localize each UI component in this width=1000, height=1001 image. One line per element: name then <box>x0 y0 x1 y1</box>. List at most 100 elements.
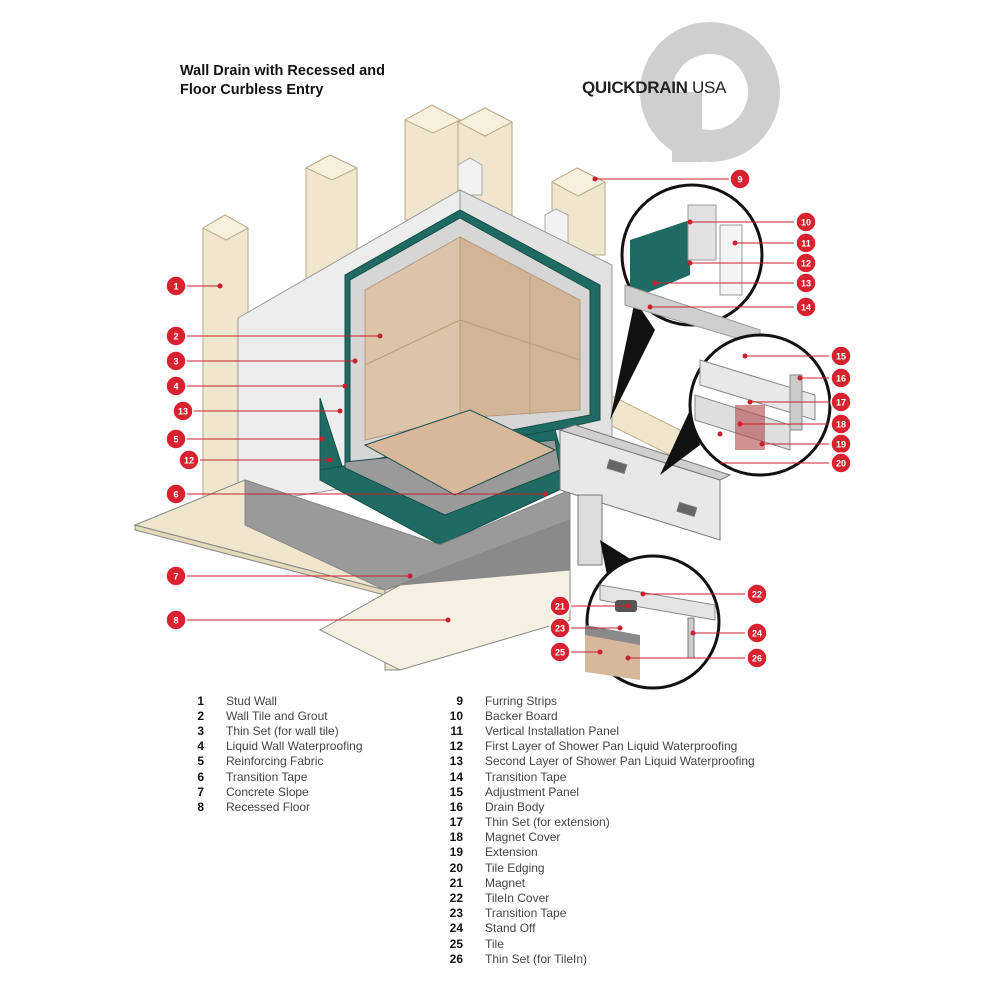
legend-number: 6 <box>197 769 204 784</box>
legend-item: 6 Transition Tape <box>173 769 363 784</box>
svg-text:10: 10 <box>801 218 811 228</box>
callout-17: 17 <box>830 391 852 413</box>
legend-number: 12 <box>449 739 463 754</box>
svg-text:4: 4 <box>173 382 178 392</box>
svg-text:23: 23 <box>555 624 565 634</box>
legend-label: Adjustment Panel <box>485 784 580 799</box>
svg-text:17: 17 <box>836 398 846 408</box>
legend-label: Drain Body <box>485 799 545 814</box>
svg-text:21: 21 <box>555 602 565 612</box>
legend-label: Thin Set (for wall tile) <box>226 723 339 738</box>
shower-floor <box>319 409 571 546</box>
legend-number: 9 <box>456 693 463 708</box>
legend-label: Furring Strips <box>485 693 558 708</box>
legend-item: 23 Transition Tape <box>432 906 755 921</box>
svg-text:13: 13 <box>801 279 811 289</box>
detail-lens-bottom <box>585 540 721 690</box>
callout-16: 16 <box>830 367 852 389</box>
callout-11: 11 <box>795 232 817 254</box>
legend-number: 17 <box>449 815 463 830</box>
callout-13-right: 13 <box>795 272 817 294</box>
diagram-title: Wall Drain with Recessed and Floor Curbl… <box>180 62 385 100</box>
wall-tile <box>364 236 581 441</box>
legend-number: 3 <box>197 723 204 738</box>
legend-item: 24 Stand Off <box>432 921 755 936</box>
legend-number: 11 <box>450 723 463 738</box>
callout-5: 5 <box>165 428 187 450</box>
legend-label: Stud Wall <box>226 693 277 708</box>
svg-text:1: 1 <box>173 282 178 292</box>
callout-20: 20 <box>830 452 852 474</box>
legend-label: Transition Tape <box>226 769 308 784</box>
svg-text:11: 11 <box>801 239 811 249</box>
legend-label: First Layer of Shower Pan Liquid Waterpr… <box>485 739 738 754</box>
detail-lens-top <box>610 183 764 420</box>
legend-label: Transition Tape <box>485 906 567 921</box>
legend-label: Vertical Installation Panel <box>485 723 620 738</box>
callout-22: 22 <box>746 583 768 605</box>
legend-item: 3 Thin Set (for wall tile) <box>173 723 363 738</box>
title-line-1: Wall Drain with Recessed and <box>180 63 385 79</box>
callout-21: 21 <box>549 595 571 617</box>
callout-23: 23 <box>549 617 571 639</box>
floor-assembly <box>133 479 571 671</box>
svg-text:6: 6 <box>173 490 178 500</box>
legend-number: 24 <box>449 921 463 936</box>
legend-label: TileIn Cover <box>485 891 550 906</box>
callout-12-left: 12 <box>178 449 200 471</box>
quickdrain-logo-mark <box>640 22 780 162</box>
svg-text:16: 16 <box>836 374 846 384</box>
legend-number: 23 <box>449 906 463 921</box>
legend-number: 4 <box>197 739 204 754</box>
leader-lines <box>186 176 829 661</box>
brand-bold: QUICKDRAIN <box>582 78 688 97</box>
legend-label: Transition Tape <box>485 769 567 784</box>
legend-number: 2 <box>197 708 204 723</box>
callout-7: 7 <box>165 565 187 587</box>
svg-text:12: 12 <box>184 456 194 466</box>
svg-text:9: 9 <box>737 175 742 185</box>
legend-label: Concrete Slope <box>226 784 309 799</box>
svg-text:19: 19 <box>836 440 846 450</box>
legend-item: 14 Transition Tape <box>432 769 755 784</box>
legend-label: Magnet Cover <box>485 830 561 845</box>
brand-wordmark: QUICKDRAIN USA <box>582 78 726 98</box>
legend-label: Backer Board <box>485 708 558 723</box>
legend-item: 12 First Layer of Shower Pan Liquid Water… <box>432 739 755 754</box>
legend-label: Tile Edging <box>485 860 545 875</box>
svg-text:3: 3 <box>173 357 178 367</box>
svg-text:22: 22 <box>752 590 762 600</box>
callout-2: 2 <box>165 325 187 347</box>
callout-6: 6 <box>165 483 187 505</box>
legend-label: Stand Off <box>485 921 536 936</box>
legend-number: 16 <box>449 799 463 814</box>
drain-body <box>558 424 732 566</box>
legend-label: Second Layer of Shower Pan Liquid Waterp… <box>485 754 755 769</box>
legend-number: 14 <box>449 769 463 784</box>
svg-text:20: 20 <box>836 459 846 469</box>
legend-number: 26 <box>449 951 463 966</box>
legend-number: 1 <box>197 693 204 708</box>
callout-8: 8 <box>165 609 187 631</box>
svg-text:7: 7 <box>173 572 178 582</box>
legend-label: Thin Set (for extension) <box>485 815 610 830</box>
legend-label: Reinforcing Fabric <box>226 754 324 769</box>
legend-item: 1 Stud Wall <box>173 693 363 708</box>
svg-text:18: 18 <box>836 420 846 430</box>
legend-number: 8 <box>197 799 204 814</box>
callout-12-right: 12 <box>795 252 817 274</box>
callout-15: 15 <box>830 345 852 367</box>
legend-label: Tile <box>485 936 504 951</box>
svg-text:24: 24 <box>752 629 762 639</box>
svg-text:15: 15 <box>836 352 846 362</box>
